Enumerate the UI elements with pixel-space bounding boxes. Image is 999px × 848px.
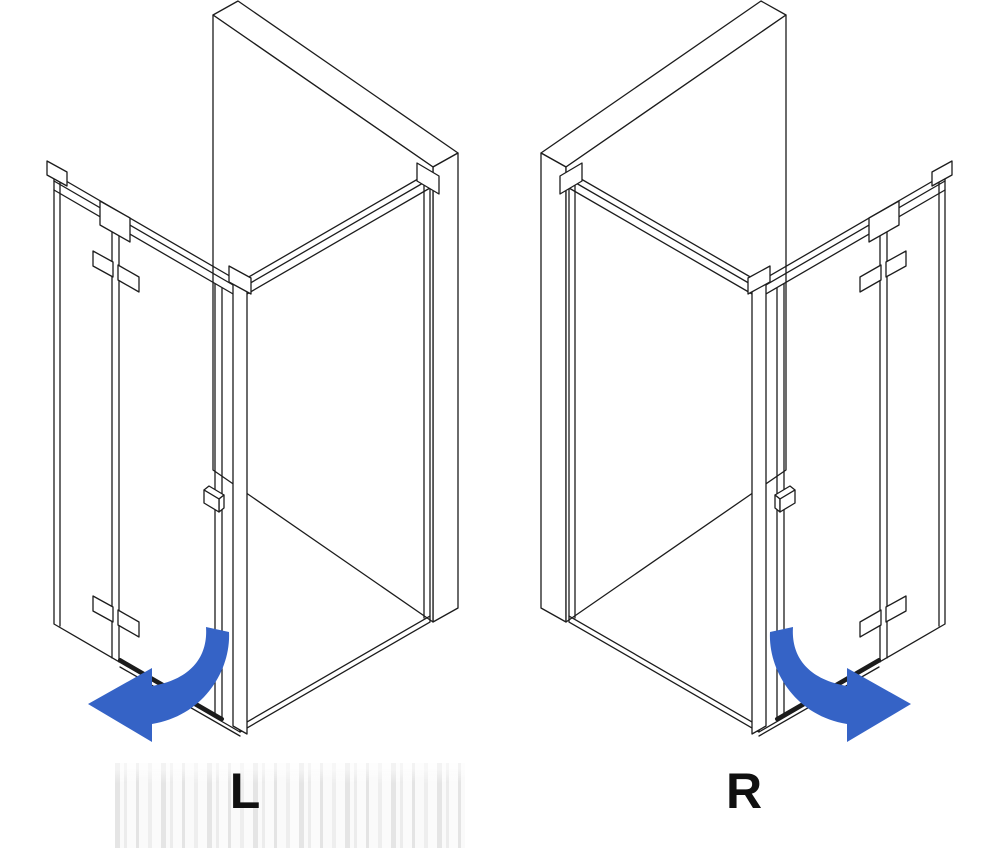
hinge-upper — [92, 250, 140, 293]
variant-label-right: R — [725, 763, 763, 819]
corner-post — [228, 265, 252, 735]
watermark-barcode — [115, 763, 465, 848]
wall-profile-cap — [46, 160, 68, 187]
door-handle — [203, 485, 225, 513]
wall-bracket — [416, 162, 440, 195]
variant-label-left: L — [229, 763, 261, 819]
shower-enclosure-right-diagram — [539, 0, 954, 744]
hinge-pivot-block — [99, 200, 131, 243]
wall-panel — [212, 0, 459, 623]
shower-enclosure-left-diagram — [46, 0, 459, 742]
door-swing-arrow-icon — [88, 627, 230, 742]
hinge-lower — [92, 595, 140, 638]
